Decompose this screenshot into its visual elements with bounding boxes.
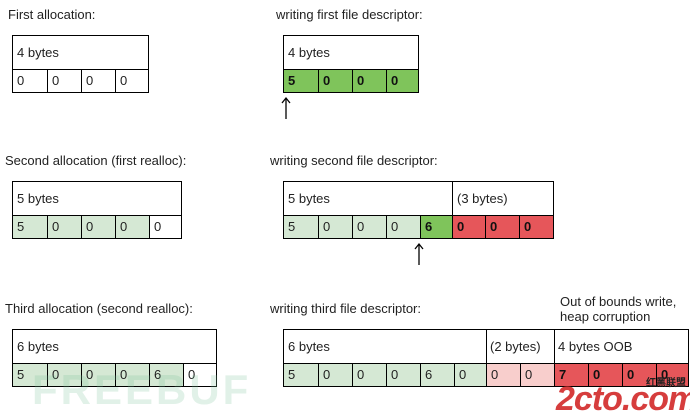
oob-boundary	[554, 330, 555, 363]
oob-annotation: Out of bounds write, heap corruption	[560, 294, 677, 324]
third-allocation-block: 6 bytes 5 0 0 0 6 0	[12, 329, 217, 387]
byte-cell: 0	[318, 215, 352, 238]
byte-cell: 0	[47, 215, 81, 238]
byte-cell: 0	[115, 69, 148, 92]
byte-cell-overflow: 0	[452, 215, 485, 238]
byte-cell: 0	[115, 215, 149, 238]
byte-cell: 0	[115, 363, 149, 386]
byte-cell-stale: 0	[486, 363, 520, 386]
byte-cell-written: 0	[318, 69, 352, 92]
block-size-label: 6 bytes	[288, 339, 330, 354]
byte-cell-written: 6	[420, 215, 452, 238]
second-allocation-block: 5 bytes 5 0 0 0 0	[12, 181, 182, 239]
byte-cell: 0	[81, 215, 115, 238]
site-cn-watermark: 红黑联盟	[646, 378, 686, 389]
byte-cell-written: 5	[284, 69, 318, 92]
byte-cell: 0	[386, 215, 420, 238]
allocation-boundary	[452, 182, 453, 215]
write-pointer-arrow-icon	[414, 242, 424, 265]
byte-cell-stale: 0	[520, 363, 554, 386]
byte-cell-oob: 0	[622, 363, 656, 386]
byte-cell-overflow: 0	[519, 215, 553, 238]
writing-third-fd-title: writing third file descriptor:	[270, 301, 421, 316]
byte-cell-written: 0	[352, 69, 386, 92]
oob-size-label: 4 bytes OOB	[558, 339, 633, 354]
byte-cell: 6	[149, 363, 183, 386]
block-size-label: 4 bytes	[288, 45, 330, 60]
byte-cell: 0	[352, 215, 386, 238]
byte-cell: 0	[13, 69, 47, 92]
block-size-label: 4 bytes	[17, 45, 59, 60]
block-size-label: 6 bytes	[17, 339, 59, 354]
byte-cell: 0	[47, 69, 81, 92]
site-watermark: 2cto.com	[556, 380, 690, 418]
allocation-boundary	[486, 330, 487, 363]
block-size-label: 5 bytes	[288, 191, 330, 206]
write-pointer-arrow-icon	[281, 96, 291, 119]
first-allocation-title: First allocation:	[8, 7, 96, 22]
stale-size-label: (2 bytes)	[490, 339, 541, 354]
byte-cell: 0	[318, 363, 352, 386]
freebuf-watermark: FREEBUF	[32, 366, 252, 413]
second-allocation-title: Second allocation (first realloc):	[5, 153, 187, 168]
byte-cell-oob: 0	[588, 363, 622, 386]
byte-cell-overflow: 0	[485, 215, 519, 238]
writing-first-fd-block: 4 bytes 5 0 0 0	[283, 35, 419, 93]
overflow-size-label: (3 bytes)	[457, 191, 508, 206]
byte-cell-written: 0	[386, 69, 418, 92]
byte-cell: 0	[183, 363, 216, 386]
writing-third-fd-block: 6 bytes (2 bytes) 4 bytes OOB 5 0 0 0 6 …	[283, 329, 689, 387]
byte-cell: 5	[284, 215, 318, 238]
byte-cell: 0	[149, 215, 181, 238]
byte-cell: 5	[13, 215, 47, 238]
writing-first-fd-title: writing first file descriptor:	[276, 7, 423, 22]
block-size-label: 5 bytes	[17, 191, 59, 206]
byte-cell-oob: 0	[656, 363, 688, 386]
byte-cell: 5	[13, 363, 47, 386]
byte-cell: 0	[454, 363, 486, 386]
byte-cell: 6	[420, 363, 454, 386]
byte-cell: 0	[81, 363, 115, 386]
byte-cell: 5	[284, 363, 318, 386]
writing-second-fd-block: 5 bytes (3 bytes) 5 0 0 0 6 0 0 0	[283, 181, 554, 239]
first-allocation-block: 4 bytes 0 0 0 0	[12, 35, 149, 93]
byte-cell: 0	[386, 363, 420, 386]
byte-cell: 0	[81, 69, 115, 92]
writing-second-fd-title: writing second file descriptor:	[270, 153, 438, 168]
byte-cell: 0	[47, 363, 81, 386]
byte-cell-oob: 7	[554, 363, 588, 386]
third-allocation-title: Third allocation (second realloc):	[5, 301, 193, 316]
byte-cell: 0	[352, 363, 386, 386]
